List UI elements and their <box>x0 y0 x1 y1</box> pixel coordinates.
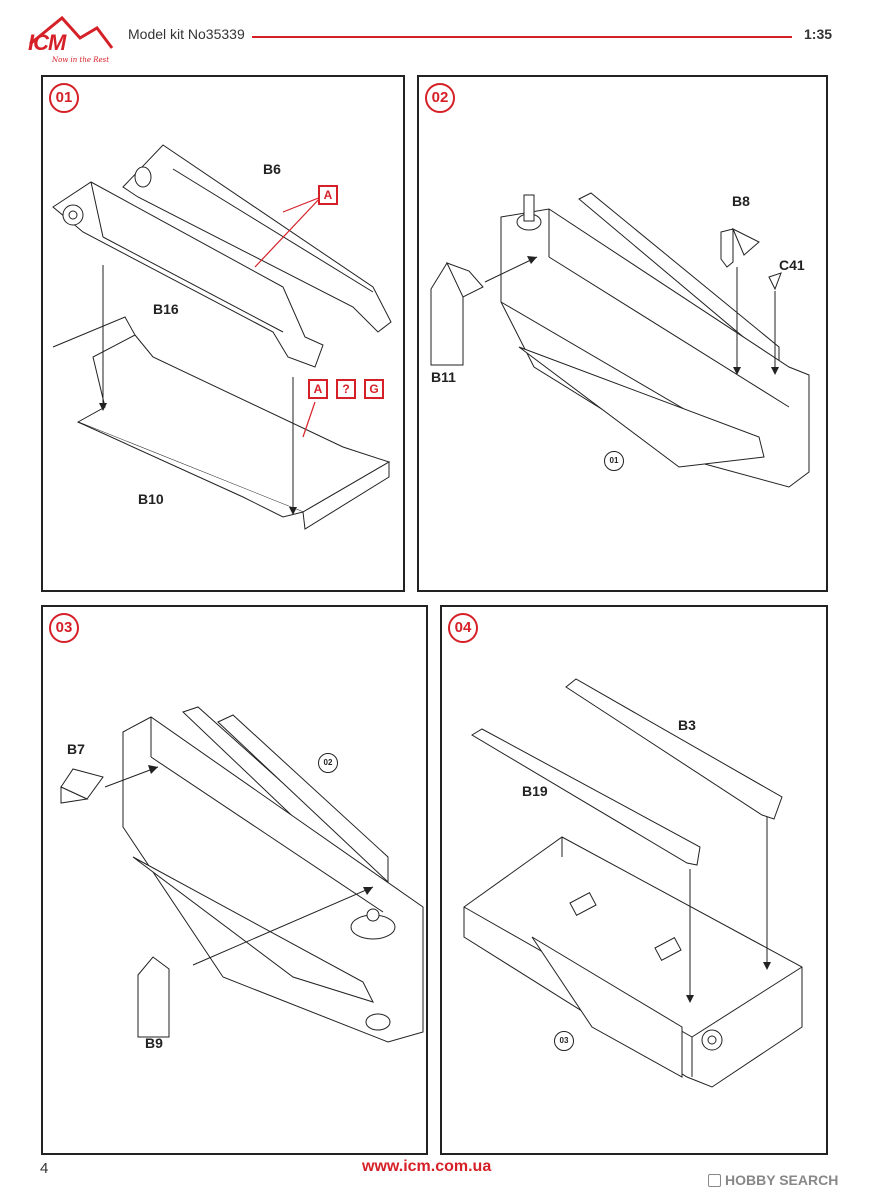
page-number: 4 <box>40 1160 49 1177</box>
paint-code-a: A <box>318 185 338 205</box>
paint-code-g: G <box>364 379 384 399</box>
part-label-b19: B19 <box>522 783 548 799</box>
kit-title: Model kit No35339 <box>128 26 245 42</box>
step-panel-02: 02 B8 C41 B11 01 <box>417 75 828 592</box>
part-label-b9: B9 <box>145 1035 163 1051</box>
part-label-c41: C41 <box>779 257 805 273</box>
part-label-b11: B11 <box>431 369 456 385</box>
part-label-b6: B6 <box>263 161 281 177</box>
part-label-b10: B10 <box>138 491 164 507</box>
header-divider <box>252 36 792 38</box>
step-panel-01: 01 B6 B16 B10 A A ? G <box>41 75 405 592</box>
step-04-drawing <box>463 678 803 1088</box>
step-number-badge: 04 <box>448 613 478 643</box>
logo-text: ICM <box>28 30 66 55</box>
hobby-search-logo-icon <box>708 1174 721 1187</box>
ref-step-circle: 01 <box>604 451 624 471</box>
step-number-badge: 02 <box>425 83 455 113</box>
step-panel-03: 03 B7 B9 02 <box>41 605 428 1155</box>
step-number-badge: 01 <box>49 83 79 113</box>
watermark-text: HOBBY SEARCH <box>725 1172 839 1188</box>
part-label-b16: B16 <box>153 301 179 317</box>
part-label-b8: B8 <box>732 193 750 209</box>
logo-tagline: Now in the Rest <box>52 56 110 64</box>
step-02-drawing <box>430 192 810 488</box>
step-number-badge: 03 <box>49 613 79 643</box>
ref-step-circle: 03 <box>554 1031 574 1051</box>
paint-code-unknown: ? <box>336 379 356 399</box>
part-label-b7: B7 <box>67 741 85 757</box>
footer-website-link[interactable]: www.icm.com.ua <box>362 1158 492 1175</box>
icm-logo <box>22 14 117 70</box>
step-panel-04: 04 B3 B19 03 <box>440 605 828 1155</box>
part-label-b3: B3 <box>678 717 696 733</box>
step-03-drawing <box>60 706 424 1043</box>
paint-code-a: A <box>308 379 328 399</box>
step-01-drawing <box>52 144 392 530</box>
page-header: ICM Now in the Rest Model kit No35339 1:… <box>0 0 869 80</box>
scale-label: 1:35 <box>804 26 833 42</box>
watermark: HOBBY SEARCH <box>708 1172 838 1188</box>
ref-step-circle: 02 <box>318 753 338 773</box>
